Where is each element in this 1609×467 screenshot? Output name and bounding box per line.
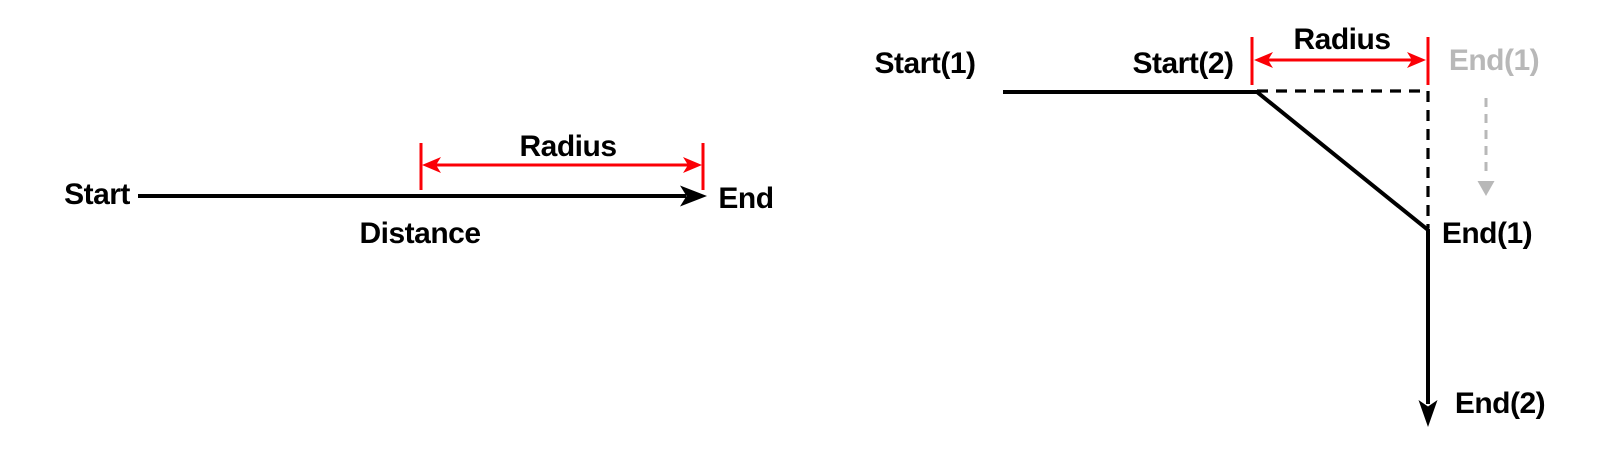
ghost-drop-arrowhead-icon [1477,181,1495,196]
corner-dashed-guide [1257,89,1430,228]
radius-right-arrowhead-left-icon [1254,52,1273,68]
distance-label: Distance [359,217,481,250]
radius-label-right: Radius [1293,23,1391,56]
radius-measure-right [1250,37,1430,85]
radius-left-arrowhead-left-icon [422,157,441,173]
end1-ghost-label: End(1) [1448,44,1540,77]
radius-label-left: Radius [519,130,617,163]
end2-label: End(2) [1454,387,1546,420]
route-path [1003,90,1438,427]
start1-label: Start(1) [874,47,976,80]
end1-label: End(1) [1441,217,1533,250]
radius-right-arrowhead-right-icon [1407,52,1426,68]
ghost-drop-arrow [1477,98,1495,196]
radius-left-arrowhead-right-icon [683,157,702,173]
start-label: Start [64,178,130,211]
corner-guide [1257,89,1430,228]
distance-arrowhead-icon [680,185,707,207]
end-label: End [718,182,774,215]
route-end-arrowhead-icon [1418,400,1438,427]
distance-arrow [138,185,707,207]
start2-label: Start(2) [1132,47,1234,80]
route-path-line [1003,90,1430,404]
radius-measure-left [419,143,705,190]
